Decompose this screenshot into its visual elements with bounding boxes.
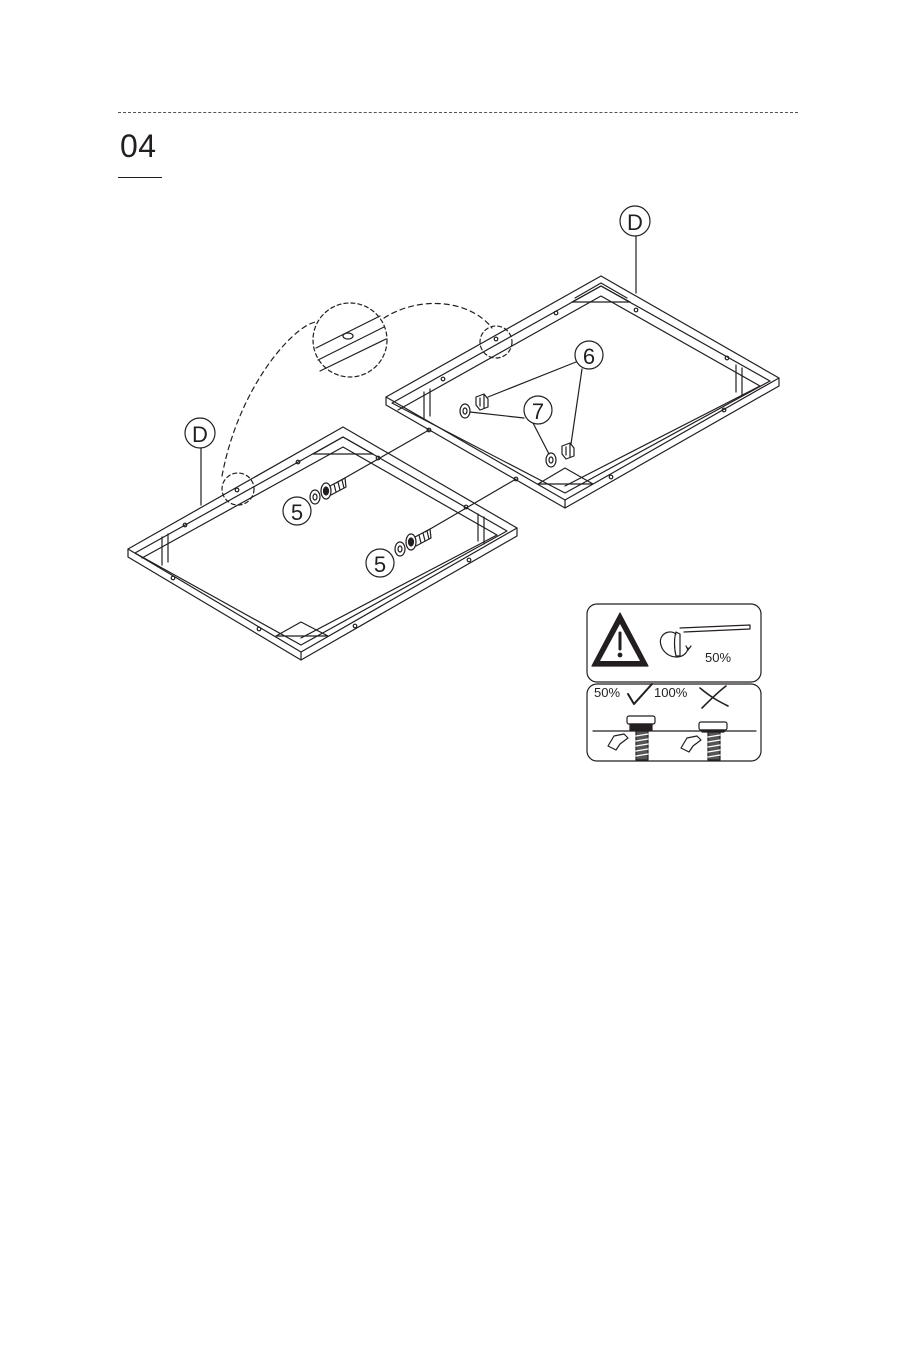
label-5-upper-text: 5 bbox=[291, 500, 303, 525]
ok-percent: 50% bbox=[594, 685, 620, 700]
label-7-text: 7 bbox=[532, 399, 544, 424]
label-6-text: 6 bbox=[583, 344, 595, 369]
tighten-percent: 50% bbox=[705, 650, 731, 665]
frame-left bbox=[128, 427, 517, 660]
bad-percent: 100% bbox=[654, 685, 688, 700]
label-5-lower-text: 5 bbox=[374, 552, 386, 577]
label-d-left-text: D bbox=[192, 422, 208, 447]
label-d-right-text: D bbox=[627, 210, 643, 235]
frame-right bbox=[386, 276, 779, 508]
